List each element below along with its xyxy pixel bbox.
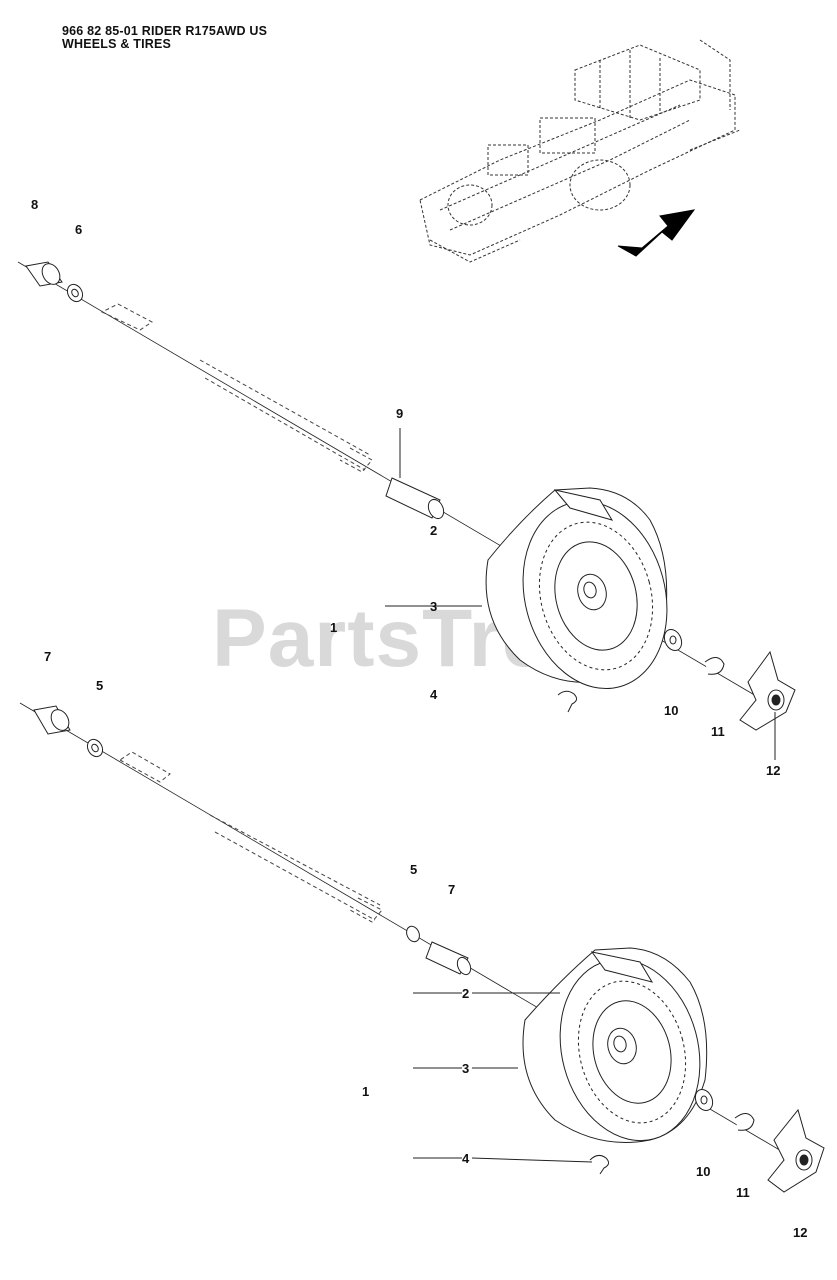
callout-5-bottom: 5 bbox=[410, 862, 418, 877]
callout-11-bottom: 11 bbox=[736, 1185, 750, 1200]
callout-9-top: 9 bbox=[396, 406, 404, 421]
bushing-top-left bbox=[26, 260, 63, 287]
callout-7-bottom: 7 bbox=[448, 882, 456, 897]
spacer-tube-bottom bbox=[426, 942, 473, 977]
wheel-assembly-bottom bbox=[523, 944, 719, 1157]
callout-7-top: 7 bbox=[44, 649, 52, 664]
callout-1-top: 1 bbox=[330, 620, 338, 635]
callout-2-bottom: 2 bbox=[462, 986, 470, 1001]
diagram-title: 966 82 85-01 RIDER R175AWD US bbox=[62, 24, 268, 38]
hub-cap-top bbox=[740, 652, 795, 730]
spacer-tube-top bbox=[386, 478, 447, 521]
hub-cap-bottom bbox=[768, 1110, 824, 1192]
callout-3-top: 3 bbox=[430, 599, 438, 614]
callout-1-bottom: 1 bbox=[362, 1084, 370, 1099]
callout-6-top: 6 bbox=[75, 222, 83, 237]
callout-10-top: 10 bbox=[664, 703, 679, 718]
callout-10-bottom: 10 bbox=[696, 1164, 711, 1179]
callout-4-bottom: 4 bbox=[462, 1151, 470, 1166]
callout-8-top: 8 bbox=[31, 197, 39, 212]
wheel-assembly-top bbox=[486, 485, 687, 705]
mower-overview-sketch bbox=[420, 40, 740, 262]
callout-3-bottom: 3 bbox=[462, 1061, 470, 1076]
callout-2-top: 2 bbox=[430, 523, 438, 538]
bushing-bottom-left bbox=[34, 706, 72, 734]
callout-4-top: 4 bbox=[430, 687, 438, 702]
view-arrow-icon bbox=[618, 210, 694, 256]
diagram-subtitle: WHEELS & TIRES bbox=[62, 37, 172, 51]
callout-11-top: 11 bbox=[711, 724, 725, 739]
callout-12-bottom: 12 bbox=[793, 1225, 808, 1240]
callout-12-top: 12 bbox=[766, 763, 781, 778]
callout-5-top: 5 bbox=[96, 678, 104, 693]
